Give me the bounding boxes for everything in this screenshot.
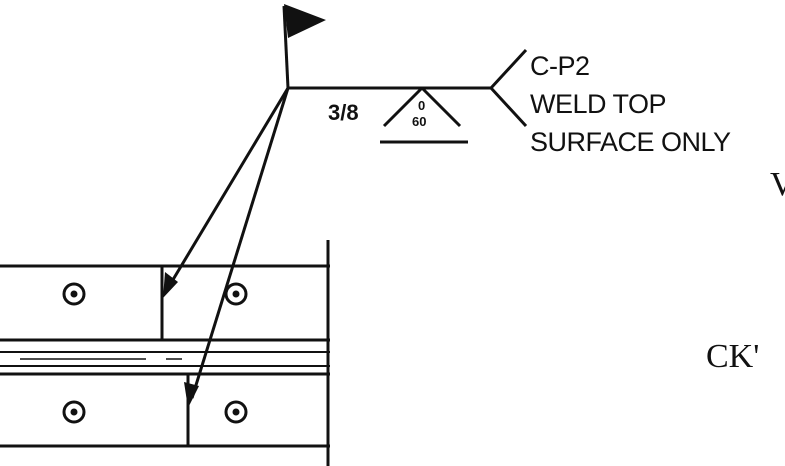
weld-tail-note: C-P2 WELD TOP SURFACE ONLY [530, 51, 732, 157]
groove-angle-label: 60 [412, 114, 426, 129]
bolt-circle [62, 400, 86, 424]
leader-arrows [163, 87, 290, 408]
bolt-circle [62, 282, 86, 306]
weld-size-label: 3/8 [328, 100, 359, 125]
root-opening-label: 0 [418, 98, 425, 113]
partial-text-right-middle: CK' [706, 338, 759, 375]
groove-weld-symbol [380, 86, 468, 144]
bolt-circle [224, 400, 248, 424]
weld-tail [489, 48, 528, 128]
tail-note-line-2: WELD TOP [530, 89, 666, 119]
tail-note-line-1: C-P2 [530, 51, 590, 81]
tail-note-line-3: SURFACE ONLY [530, 127, 731, 157]
partial-text-right-top: V [770, 166, 785, 203]
steel-assembly [0, 240, 330, 466]
bolt-circles [62, 282, 248, 424]
field-weld-flag [282, 4, 326, 89]
bolt-circle [224, 282, 248, 306]
